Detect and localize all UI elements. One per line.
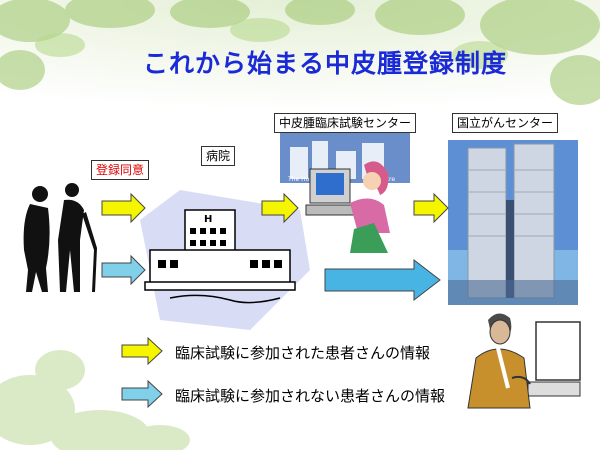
legend-non-participating-text: 臨床試験に参加されない患者さんの情報 [175,387,446,405]
cancer-center-building [448,140,578,305]
legend-yellow-arrow [121,336,163,366]
yellow-arrow-consent [101,192,146,224]
consent-label: 登録同意 [91,160,150,180]
yellow-arrow-hospital [261,192,299,224]
doctor-at-computer-icon [467,313,581,409]
svg-text:H: H [204,214,212,225]
cancer-center-label: 国立がんセンター [452,113,559,133]
svg-text:The Hos: The Hos [287,176,312,183]
legend-blue-arrow [121,379,163,409]
hospital-building-icon: H [140,190,310,330]
yellow-arrow-center [413,192,449,224]
elderly-couple-icon [23,183,97,292]
blue-arrow-direct [324,258,441,302]
slide-title: これから始まる中皮腫登録制度 [142,49,507,78]
trial-center-photo: The Hos Centre [280,133,410,253]
blue-arrow-consent [101,254,146,286]
legend-participating-text: 臨床試験に参加された患者さんの情報 [175,344,431,362]
trial-center-label: 中皮腫臨床試験センター [274,113,417,133]
hospital-label: 病院 [201,146,236,166]
